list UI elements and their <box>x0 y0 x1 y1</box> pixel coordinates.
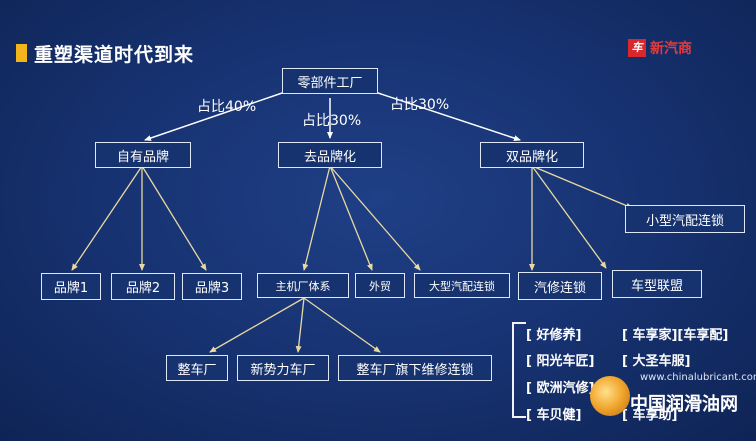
edge-root-dual <box>374 91 521 141</box>
brand-dasheng: [ 大圣车服] <box>622 354 691 369</box>
node-brand-3: 品牌3 <box>182 273 242 300</box>
share-label-middle: 占比30% <box>302 113 362 129</box>
brand-chexiangjia: [ 车享家][车享配] <box>622 328 729 343</box>
edge-debrand-export <box>329 165 373 271</box>
edge-debrand-oem <box>302 165 331 271</box>
node-new-force: 新势力车厂 <box>237 355 329 381</box>
oil-drop-icon <box>590 376 630 416</box>
node-debrand: 去品牌化 <box>278 142 382 168</box>
edge-own-3 <box>141 165 207 271</box>
logo-text: 新汽商 <box>650 41 692 57</box>
edge-oem-repair <box>303 297 381 353</box>
edge-oem-new <box>295 297 305 353</box>
edge-dual-alliance <box>531 165 607 269</box>
node-model-alliance: 车型联盟 <box>612 270 702 298</box>
edge-root-own <box>144 91 286 141</box>
watermark-name: 中国润滑油网 <box>630 394 738 415</box>
node-own-brand: 自有品牌 <box>95 142 191 168</box>
brand-haoxiuyang: [ 好修养] <box>526 328 582 343</box>
brand-ouzhou: [ 欧洲汽修] <box>526 381 595 396</box>
share-label-left: 占比40% <box>197 99 257 115</box>
edge-dual-small <box>531 165 633 209</box>
node-large-chain: 大型汽配连锁 <box>414 273 510 298</box>
node-brand-2: 品牌2 <box>111 273 175 300</box>
watermark-url: www.chinalubricant.com <box>640 372 756 383</box>
brand-yangguang: [ 阳光车匠] <box>526 354 595 369</box>
edge-own-1 <box>71 165 143 271</box>
node-brand-1: 品牌1 <box>41 273 101 300</box>
node-oem-system: 主机厂体系 <box>257 273 349 298</box>
logo-mark-icon: 车 <box>628 39 646 57</box>
edge-debrand-chain <box>329 165 421 271</box>
node-oem-factory: 整车厂 <box>166 355 228 381</box>
brand-chexiangzhu: [ 车享助] <box>622 408 678 423</box>
edge-oem-factory <box>209 297 305 353</box>
node-oem-repair-chain: 整车厂旗下维修连锁 <box>338 355 492 381</box>
node-root: 零部件工厂 <box>282 68 378 94</box>
brand-list-bracket <box>512 322 526 418</box>
page-title: 重塑渠道时代到来 <box>34 44 195 66</box>
share-label-right: 占比30% <box>390 97 450 113</box>
brand-logo: 车 新汽商 <box>628 38 692 58</box>
title-marker <box>16 44 27 62</box>
node-small-chain: 小型汽配连锁 <box>625 205 745 233</box>
node-dual-brand: 双品牌化 <box>480 142 584 168</box>
node-repair-chain: 汽修连锁 <box>518 272 602 300</box>
node-export: 外贸 <box>355 273 405 298</box>
brand-chebeijian: [ 车贝健] <box>526 408 582 423</box>
